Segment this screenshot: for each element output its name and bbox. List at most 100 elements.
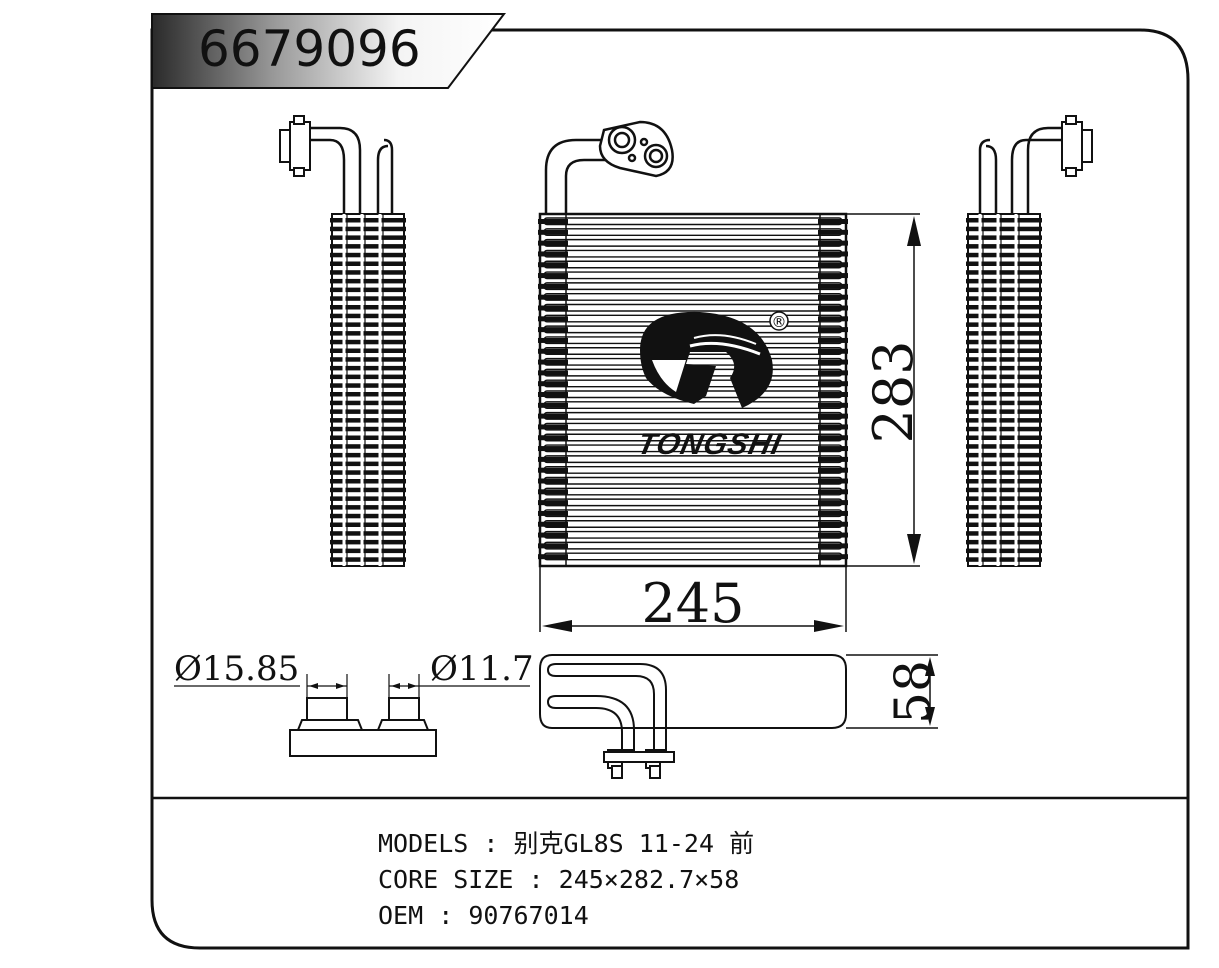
side-fin [966,226,1042,232]
tank-fin [818,294,848,300]
tank-fin [538,446,568,452]
tank-fin [818,467,848,473]
tank-fin [818,370,848,376]
side-fin [966,479,1042,484]
tank-fin [818,413,848,419]
side-fin [966,252,1042,258]
tank-fin [818,489,848,495]
side-fin [330,487,406,493]
side-fin [966,505,1042,510]
tank-fin [818,392,848,397]
width-dimension-line [539,566,847,632]
side-fin [330,548,406,554]
tank-fin [538,229,568,235]
side-fin [330,235,406,240]
tank-fin [818,316,848,322]
tank-fin [538,510,568,516]
core-tube [543,228,843,237]
tank-fin [818,273,848,279]
side-fin [330,313,406,319]
tank-fin [818,532,848,538]
core-tube [543,217,843,226]
pipe-fitting-view [289,697,437,757]
side-fin [330,479,406,484]
tank-fin [538,240,568,246]
core-tube [543,249,843,258]
side-fin [966,513,1042,519]
side-fin [330,261,406,266]
front-view-pipes [544,120,674,214]
side-fin [330,496,406,501]
side-fin [966,383,1042,388]
side-fin [966,487,1042,493]
side-fin [330,305,406,310]
spec-separator: : [483,829,499,858]
side-fin [966,218,1042,223]
side-fin [330,461,406,467]
core-tube [543,357,843,366]
tank-fin [818,500,848,506]
tank-fin [818,240,848,246]
pipe-small-diameter-label: Ø11.7 [430,649,534,689]
front-core-tubes [538,213,848,567]
tank-fin [818,402,848,408]
side-fin [330,513,406,519]
side-fin [330,331,406,336]
side-fin [330,348,406,353]
brand-name: TONGSHI [634,428,784,461]
side-fin [330,470,406,475]
side-fin [330,374,406,380]
tank-fin [538,467,568,473]
spec-models-label: MODELS [378,829,469,858]
side-fin [966,365,1042,371]
spec-models-value: 别克GL8S 11-24 前 [513,829,755,858]
side-fin [966,496,1042,501]
spec-core-size-row: CORE SIZE : 245×282.7×58 [378,862,754,898]
core-tube [543,552,843,561]
side-fin [966,461,1042,467]
side-fin [330,426,406,432]
side-fin [330,418,406,423]
tank-fin [818,229,848,235]
spec-separator: : [438,901,454,930]
side-fin [330,278,406,284]
tongshi-logo [640,311,789,408]
spec-models-row: MODELS : 别克GL8S 11-24 前 [378,826,754,862]
tank-fin [538,392,568,397]
left-header-tank [539,213,567,567]
outer-frame [150,28,1190,950]
tank-fin [538,543,568,549]
side-fin [966,426,1042,432]
pipe-diameter-dimensions [174,674,530,698]
tank-fin [538,219,568,224]
tank-fin [818,283,848,289]
side-fin [966,313,1042,319]
side-fin [966,548,1042,554]
tank-fin [818,424,848,430]
tank-fin [538,262,568,268]
tank-fin [538,381,568,387]
tank-fin [818,359,848,365]
side-fin [330,522,406,527]
tank-fin [538,456,568,462]
tank-fin [538,316,568,322]
spec-core-size-label: CORE SIZE [378,865,514,894]
spec-block: MODELS : 别克GL8S 11-24 前 CORE SIZE : 245×… [378,826,754,934]
spec-oem-value: 90767014 [468,901,589,930]
right-header-tank [819,213,847,567]
height-dimension-line [846,213,921,567]
tank-fin [538,273,568,279]
tank-fin [818,554,848,560]
side-fin [966,235,1042,240]
core-tube [543,292,843,301]
side-fin [330,531,406,536]
tank-fin [818,446,848,452]
tank-fin [818,219,848,224]
core-tube [543,465,843,474]
tank-fin [818,305,848,311]
tank-fin [538,500,568,506]
tank-fin [818,521,848,527]
side-fin [966,539,1042,545]
side-fin [330,296,406,301]
side-fin [966,452,1042,458]
